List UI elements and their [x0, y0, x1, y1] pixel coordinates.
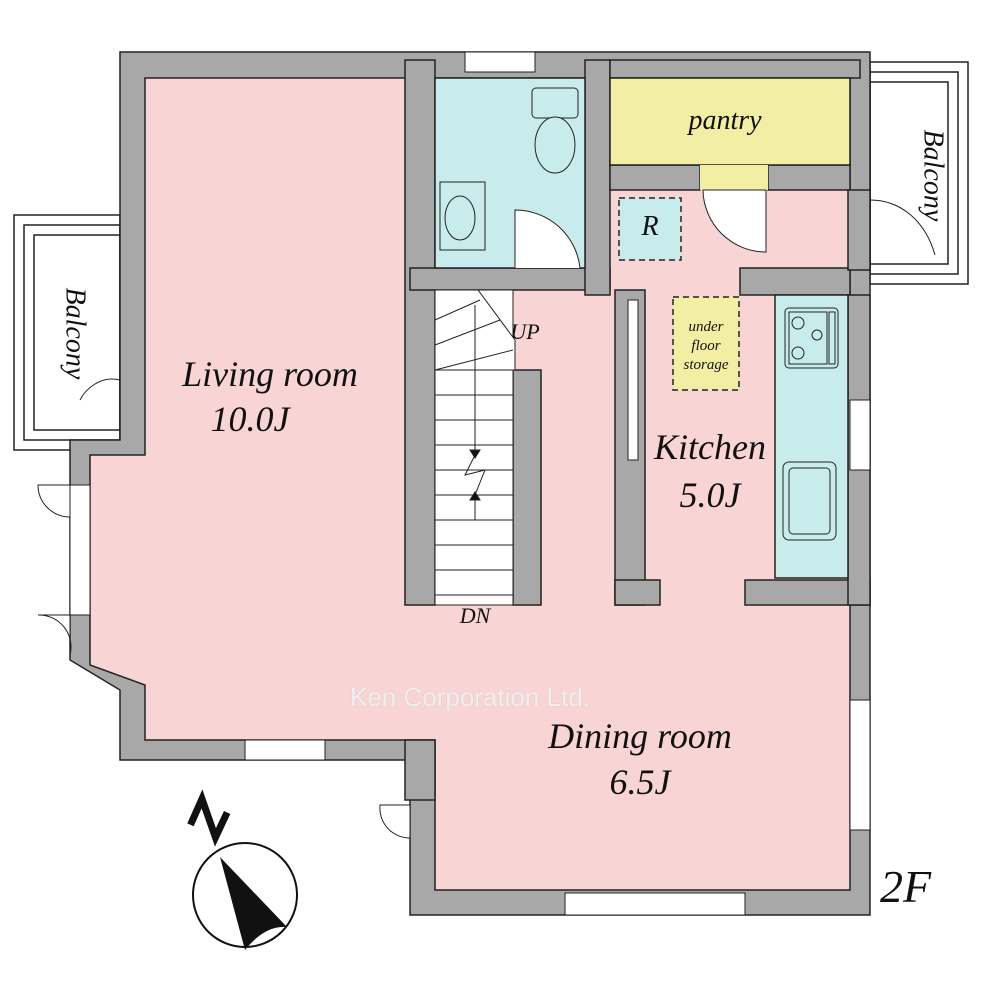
under-floor-line1: under: [688, 319, 724, 335]
floor-label: 2F: [880, 861, 932, 912]
watermark: Ken Corporation Ltd.: [350, 682, 590, 712]
balcony-right: [869, 61, 969, 285]
under-floor-line2: floor: [691, 337, 721, 354]
balcony-right-label: Balcony: [917, 129, 949, 222]
living-room-size: 10.0J: [210, 399, 290, 439]
kitchen-label: Kitchen: [654, 427, 766, 467]
kitchen-size: 5.0J: [679, 475, 741, 515]
refrigerator-space: [618, 197, 682, 261]
north-compass: [187, 789, 298, 950]
pantry-label: pantry: [688, 105, 762, 136]
toilet-room: [434, 77, 586, 269]
under-floor-storage-label: under floor storage: [673, 318, 739, 374]
living-room-label: Living room: [182, 354, 358, 394]
refrigerator-label: R: [641, 211, 659, 242]
stairs-down-label: DN: [459, 603, 491, 628]
dining-room-label: Dining room: [548, 716, 732, 756]
staircase: [434, 289, 516, 606]
under-floor-line3: storage: [683, 356, 729, 373]
windows: [69, 51, 871, 916]
kitchen-counter: [774, 294, 849, 579]
pantry-door[interactable]: [702, 189, 767, 253]
under-floor-storage: [672, 296, 740, 391]
dining-room-size: 6.5J: [609, 762, 671, 802]
balcony-left-label: Balcony: [59, 287, 91, 380]
stairs-up-label: UP: [510, 319, 540, 344]
doors[interactable]: [37, 199, 936, 839]
